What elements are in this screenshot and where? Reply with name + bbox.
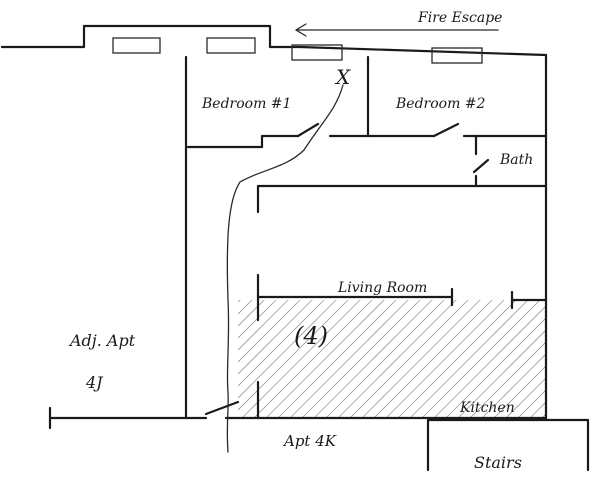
hatch-line [469, 300, 545, 418]
bath-label: Bath [499, 152, 533, 168]
hatch-line [349, 300, 471, 418]
window-3 [291, 44, 343, 61]
hatch-line [238, 300, 351, 418]
stairs-box [426, 418, 590, 472]
hatch-line [301, 300, 423, 418]
hatch-line [241, 300, 363, 418]
apartment-label: Apt 4K [282, 432, 337, 450]
area-marker-label: (4) [294, 322, 328, 350]
adjacent-apt-label: Adj. Apt [68, 331, 136, 350]
hatch-line [481, 300, 545, 418]
adjacent-apt-unit-label: 4J [85, 373, 104, 392]
window-1 [112, 37, 161, 54]
hatch-line [289, 300, 411, 418]
hatch-line [554, 298, 598, 418]
hatch-line [238, 300, 315, 418]
bedroom-1-door [296, 122, 320, 138]
hallway-wall [256, 184, 548, 214]
kitchen-label: Kitchen [459, 400, 515, 416]
hatch-line [457, 300, 545, 418]
bedroom-front-wall [186, 134, 300, 149]
hatch-line [325, 300, 447, 418]
bedroom-1-label: Bedroom #1 [201, 96, 291, 112]
hatch-line [313, 300, 435, 418]
hatch-line [529, 300, 545, 418]
hatch-line [98, 298, 218, 418]
window-2 [206, 37, 256, 54]
fire-escape-arrow [294, 23, 499, 37]
window-4 [431, 47, 483, 64]
hatched-area [98, 298, 598, 418]
hatch-line [238, 300, 327, 418]
hatch-line [493, 300, 545, 418]
entry-door [204, 400, 240, 416]
hatch-line [253, 300, 375, 418]
hatch-line [277, 300, 399, 418]
bedroom-2-door [432, 122, 460, 138]
hatch-line [265, 300, 387, 418]
hatch-line [445, 300, 545, 418]
hatch-line [409, 300, 531, 418]
hatch-line [421, 300, 543, 418]
hatch-line [238, 300, 303, 418]
origin-mark: X [334, 65, 351, 89]
hatch-line [238, 300, 291, 418]
hatch-line [433, 300, 545, 418]
hatch-line [517, 300, 545, 418]
hatch-line [238, 300, 339, 418]
hatch-line [361, 300, 483, 418]
top-wall [0, 24, 548, 57]
bath-door [472, 158, 490, 174]
hatch-line [238, 300, 255, 418]
hatch-line [397, 300, 519, 418]
hatch-line [337, 300, 459, 418]
living-room-wall [256, 273, 454, 322]
living-room-label: Living Room [337, 280, 427, 296]
kitchen-wall-stub [510, 290, 548, 310]
hatch-line [110, 298, 230, 418]
hatch-line [238, 300, 243, 418]
fire-escape-label: Fire Escape [417, 10, 502, 26]
hatch-line [541, 300, 545, 418]
hatch-line [505, 300, 545, 418]
hatch-line [238, 300, 267, 418]
stairs-label: Stairs [474, 453, 522, 472]
hatch-line [385, 300, 507, 418]
travel-path [226, 84, 344, 453]
bedroom-2-label: Bedroom #2 [395, 96, 486, 112]
hatch-line [373, 300, 495, 418]
